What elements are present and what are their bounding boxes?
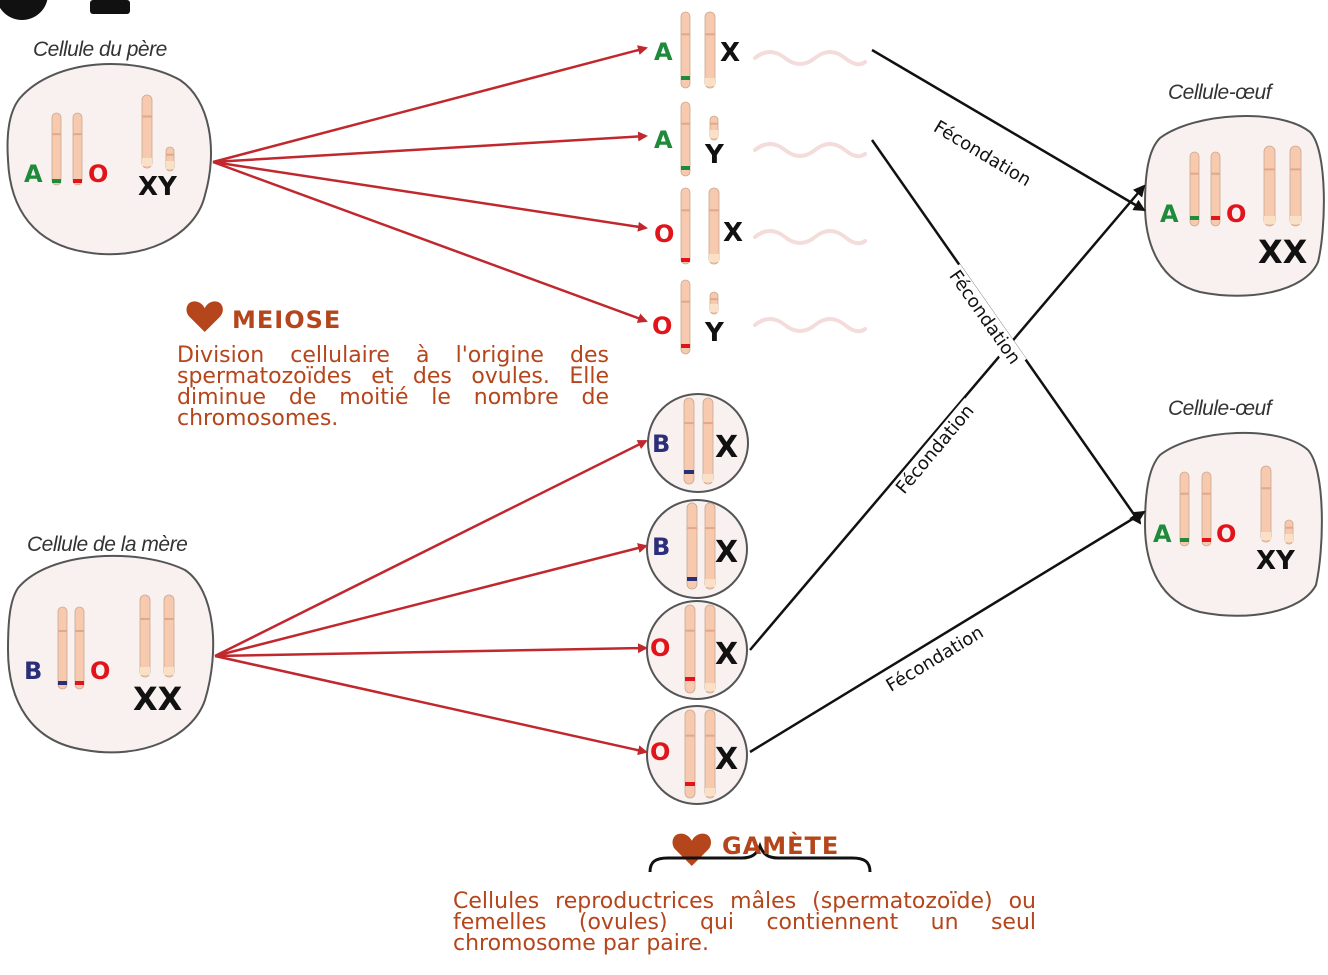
ovule-2-sex: X [715, 535, 739, 570]
ovule-3-allele: O [650, 634, 671, 662]
chromosome [1289, 145, 1302, 227]
egg-2-allele-a: A [1153, 520, 1172, 548]
mother-allele-o: O [90, 657, 111, 685]
chromosome [680, 187, 691, 265]
chromosome [708, 187, 720, 265]
father-allele-o: O [88, 160, 109, 188]
mother-cell-shape [6, 554, 215, 754]
chromosome [1179, 471, 1190, 547]
curly-brace-icon [648, 841, 872, 873]
sperm-4-allele: O [652, 312, 673, 340]
chromosome [702, 397, 714, 485]
chromosome [1284, 519, 1294, 545]
meiosis-title: MEIOSE [232, 306, 342, 334]
egg-2-sex-chromosomes: XY [1256, 546, 1295, 576]
egg-cell-2-label: Cellule-œuf [1168, 397, 1272, 420]
chromosome [1210, 151, 1221, 227]
mother-cell-label: Cellule de la mère [27, 533, 188, 556]
egg-2-allele-o: O [1216, 520, 1237, 548]
chromosome [683, 397, 695, 485]
chromosome [709, 115, 719, 141]
chromosome [74, 606, 85, 690]
egg-1-allele-a: A [1160, 200, 1179, 228]
sperm-1-sex: X [720, 38, 741, 68]
sperm-tails [753, 50, 867, 334]
chromosome [139, 594, 151, 678]
sperm-4-sex: Y [705, 318, 724, 348]
father-cell-label: Cellule du père [33, 38, 167, 61]
egg-1-sex-chromosomes: XX [1258, 233, 1308, 271]
chromosome [680, 279, 691, 355]
chromosome [680, 11, 691, 89]
chromosome [680, 101, 691, 177]
chromosome [704, 502, 716, 590]
gamete-title: GAMÈTE [722, 832, 840, 860]
chromosome [704, 604, 716, 694]
sperm-2-allele: A [654, 126, 673, 154]
heart-icon [186, 301, 223, 332]
gamete-text: Cellules reproductrices mâles (spermatoz… [453, 889, 1036, 956]
corner-logo-icon [0, 0, 130, 20]
chromosome [57, 606, 68, 690]
chromosome [684, 709, 696, 799]
meiosis-arrows [212, 45, 648, 756]
chromosome [141, 94, 153, 169]
chromosome [1260, 465, 1272, 543]
father-sex-chromosomes: XY [138, 172, 177, 202]
chromosome [1189, 151, 1200, 227]
chromosome [51, 112, 62, 186]
egg-cell-1-label: Cellule-œuf [1168, 81, 1272, 104]
ovule-cell-1 [647, 393, 749, 493]
chromosome [684, 604, 696, 694]
sperm-3-allele: O [654, 220, 675, 248]
meiosis-text: Division cellulaire à l'origine des sper… [177, 343, 609, 431]
sperm-3-sex: X [723, 218, 744, 248]
chromosome [72, 112, 83, 186]
chromosome [709, 291, 719, 315]
chromosome [165, 146, 175, 172]
father-cell-shape [6, 62, 212, 256]
chromosomes [51, 11, 1302, 799]
ovule-2-allele: B [652, 533, 671, 561]
ovule-1-allele: B [652, 430, 671, 458]
chromosome [1201, 471, 1212, 547]
ovule-4-sex: X [715, 742, 739, 777]
ovule-4-allele: O [650, 738, 671, 766]
ovule-3-sex: X [715, 637, 739, 672]
heart-icon [672, 833, 712, 866]
chromosome [1263, 145, 1276, 227]
chromosome [686, 502, 698, 590]
father-allele-a: A [24, 160, 43, 188]
mother-allele-b: B [24, 657, 43, 685]
sperm-2-sex: Y [705, 140, 724, 170]
ovule-1-sex: X [715, 430, 739, 465]
mother-sex-chromosomes: XX [133, 680, 183, 718]
egg-1-allele-o: O [1226, 200, 1247, 228]
chromosome [704, 11, 716, 89]
chromosome [704, 709, 716, 799]
chromosome [163, 594, 175, 678]
sperm-1-allele: A [654, 38, 673, 66]
